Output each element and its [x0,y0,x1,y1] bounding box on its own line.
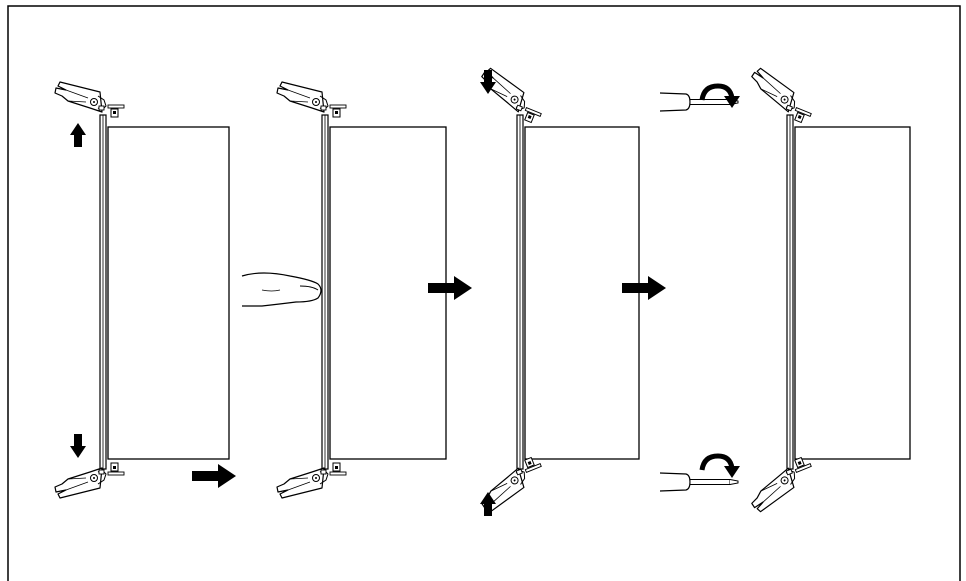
arrow-up-icon [70,123,86,147]
figure-border [7,5,961,581]
step-3-board [472,65,666,516]
ejector-lever-bottom [276,462,347,499]
step-1-board [54,81,236,499]
board-outline [794,126,911,460]
arrow-right-icon [192,464,236,488]
finger-icon [241,272,322,307]
board-outline [107,126,230,460]
ejector-lever-top [54,81,125,118]
ejector-lever-bottom [54,462,125,499]
board-outline [329,126,447,460]
ejector-lever-top [276,81,347,118]
ejector-lever-bottom [742,454,821,515]
arrow-down-icon [70,434,86,458]
screwdriver-icon [659,472,739,503]
rotate-clockwise-icon [702,456,740,478]
board-outline [524,126,640,460]
step-2-board [241,81,472,499]
step-4-board [659,65,911,515]
ejector-lever-top [742,65,821,126]
